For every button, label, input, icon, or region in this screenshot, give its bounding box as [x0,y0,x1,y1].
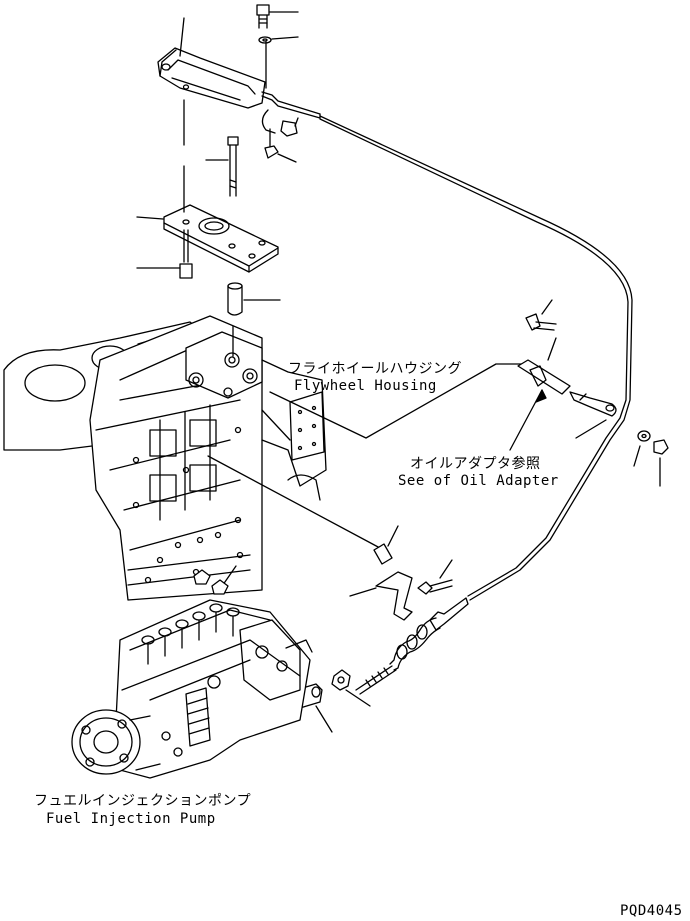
engine-block [3,315,327,601]
guide-line-3 [207,455,381,549]
wire-clip [261,109,299,163]
top-bolt [256,4,299,29]
cable-end-assembly [355,597,469,695]
pump-nuts [193,569,229,595]
oil-adapter-bolt [525,299,557,331]
cable-rod-end [517,337,617,439]
lever-cover [157,17,321,119]
drawing-code: PQD4045 [620,903,683,919]
oil-adapter-label-en: See of Oil Adapter [398,473,559,489]
flywheel-housing-label-en: Flywheel Housing [294,378,437,394]
pump-spacer [373,525,399,565]
plate-bolt [136,229,193,279]
oil-adapter-label-jp: オイルアダプタ参照 [410,456,541,472]
spacer-tube [227,282,281,316]
oil-adapter-arrow [509,389,547,451]
rod-end-nut [653,439,669,487]
top-washer [258,36,299,44]
bracket-bolt [417,559,453,595]
fuel-injection-pump-label-jp: フュエルインジェクションポンプ [34,793,252,809]
injection-pump [71,599,313,779]
cable-bracket [349,571,413,621]
fuel-injection-pump-label-en: Fuel Injection Pump [46,811,216,827]
flywheel-leader [269,363,531,439]
long-bolt [205,136,239,197]
mounting-plate [136,165,279,273]
control-cable [319,115,633,601]
cable-nut [331,669,371,707]
flywheel-housing-label-jp: フライホイールハウジング [288,361,462,377]
rod-end-washer [633,430,651,467]
